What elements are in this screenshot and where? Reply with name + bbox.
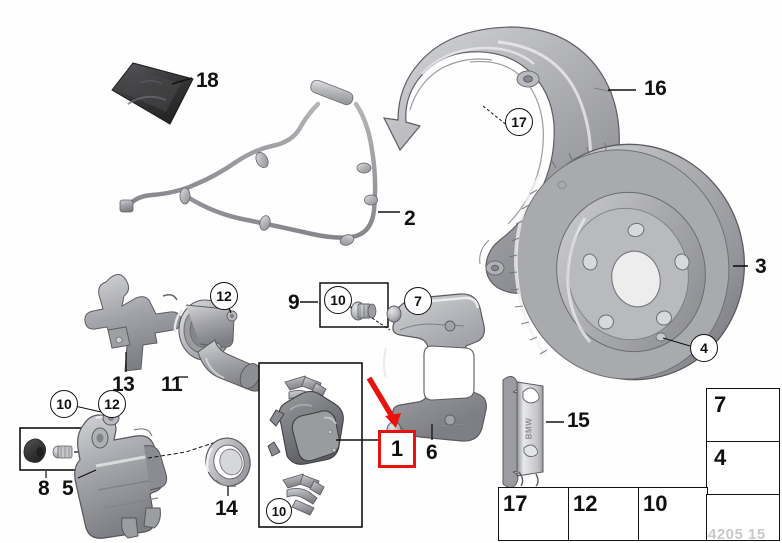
circled-label: 7 — [414, 293, 422, 309]
circled-label: 10 — [330, 292, 346, 308]
circled-callout-4: 4 — [690, 334, 718, 362]
legend-label-10: 10 — [643, 491, 668, 516]
circled-label: 4 — [700, 340, 708, 356]
part-9-guide-pin — [350, 301, 377, 321]
callout-15: 15 — [567, 409, 590, 432]
callout-2: 2 — [404, 207, 416, 230]
circled-callout-10-caliper: 10 — [50, 390, 78, 418]
highlight-label: 1 — [390, 436, 404, 461]
circled-callout-12: 12 — [210, 282, 238, 310]
part-18-foil-pack — [111, 62, 194, 125]
part-5-brake-caliper — [74, 410, 168, 539]
highlight-arrow — [366, 376, 401, 428]
pad-retaining-clips-lower — [282, 473, 325, 516]
circled-callout-10-pads: 10 — [266, 498, 292, 524]
legend-label-12: 12 — [573, 491, 598, 516]
circled-label: 12 — [216, 288, 232, 304]
callout-16: 16 — [644, 77, 667, 100]
part-11-epb-actuator — [173, 299, 267, 392]
part-1-brake-pad-set — [267, 375, 344, 516]
callout-8: 8 — [38, 477, 50, 500]
callout-14: 14 — [215, 497, 238, 520]
part-3-brake-disc — [508, 142, 746, 381]
highlighted-part-number-1[interactable]: 1 — [378, 430, 416, 468]
callout-11: 11 — [161, 373, 183, 396]
circled-callout-7: 7 — [404, 287, 432, 315]
legend-box-4 — [706, 441, 780, 496]
legend-label-17: 17 — [503, 491, 528, 516]
callout-5: 5 — [62, 477, 74, 500]
legend-label-7: 7 — [714, 392, 727, 417]
circled-callout-12-caliper: 12 — [98, 390, 126, 418]
circled-label: 10 — [56, 396, 72, 412]
diagram-watermark: 4205 15 — [708, 526, 766, 543]
part-2-abs-sensor-cable — [124, 101, 378, 240]
cable-connectors — [119, 79, 378, 246]
circled-label: 10 — [271, 503, 287, 519]
circled-label: 12 — [104, 396, 120, 412]
legend-label-4: 4 — [714, 445, 727, 470]
legend-box-10 — [638, 487, 708, 541]
bmw-brand-text: BMW — [524, 417, 534, 440]
callout-3: 3 — [755, 255, 767, 278]
part-8-repair-kit — [23, 438, 73, 463]
callout-18: 18 — [196, 69, 219, 92]
callout-9: 9 — [288, 291, 300, 314]
part-13-mounting-bracket — [84, 274, 182, 372]
part-15-bmw-spring-clip — [502, 376, 544, 488]
part-6-caliper-carrier — [383, 293, 487, 442]
part-14-seal-ring — [205, 437, 251, 487]
callout-13: 13 — [112, 373, 135, 396]
circled-callout-10: 10 — [324, 286, 352, 314]
callout-6: 6 — [426, 441, 438, 464]
circled-callout-17: 17 — [505, 108, 533, 136]
legend-box-arrow — [706, 494, 780, 541]
circled-label: 17 — [511, 114, 527, 130]
